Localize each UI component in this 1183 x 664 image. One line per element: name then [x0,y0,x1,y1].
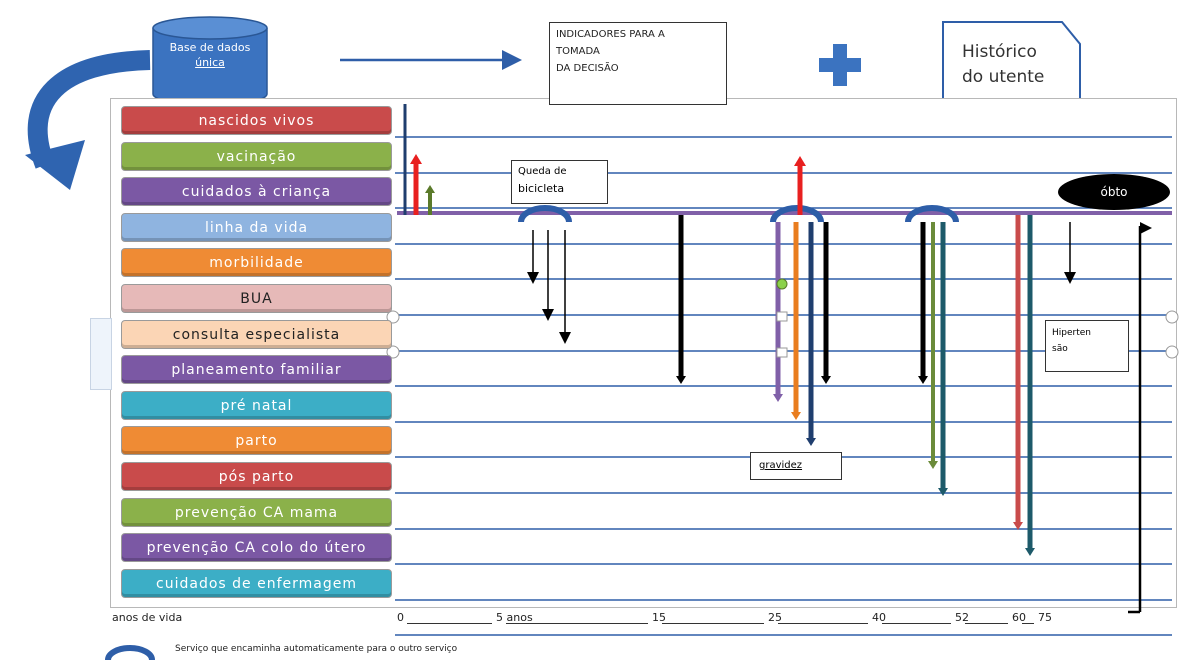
annotation-line: Queda de [518,166,567,177]
row-label[interactable]: vacinação [121,142,392,171]
axis-tick-label: 5 anos [496,611,533,624]
event-marker [776,347,788,358]
database-label-line: única [195,56,225,69]
connector-icon [518,205,572,223]
legend-text: Serviço que encaminha automaticamente pa… [175,644,458,654]
axis-filler-line [662,623,764,624]
history-line: Histórico [962,42,1037,62]
indicators-line: TOMADA [556,46,600,57]
document-icon [942,21,1081,111]
connector-legend-icon [105,645,155,661]
row-label[interactable]: prevenção CA colo do útero [121,533,392,562]
indicators-box: INDICADORES PARA A TOMADA DA DECISÃO [549,22,727,105]
axis-tick-label: 25 [768,611,782,624]
row-label[interactable]: prevenção CA mama [121,498,392,527]
annotation-line: Hiperten [1052,328,1091,338]
indicators-line: INDICADORES PARA A [556,29,665,40]
annotation-bike-fall: Queda de bicicleta [511,160,608,204]
vaccination-arrow-red-25 [794,156,806,215]
row-label[interactable]: consulta especialista [121,320,392,349]
death-badge: óbto [1058,174,1170,210]
connector-icon [770,205,824,223]
axis-tick-label: 40 [872,611,886,624]
curved-arrow-icon [25,50,151,190]
row-label[interactable]: linha da vida [121,213,392,242]
connector-icon [905,205,959,223]
down-arrows [676,215,1035,556]
database-label-line: Base de dados [169,41,251,54]
row-label[interactable]: cuidados de enfermagem [121,569,392,598]
axis-filler-line [882,623,951,624]
axis-tick-label: 75 [1038,611,1052,624]
resize-handle[interactable] [1165,345,1179,359]
indicators-line: DA DECISÃO [556,63,619,74]
history-line: do utente [962,67,1045,87]
axis-filler-line [965,623,1008,624]
annotation-line: bicicleta [518,182,565,195]
axis-title: anos de vida [112,611,183,624]
plus-icon [819,44,861,86]
axis-tick-label: 0 [397,611,404,624]
row-label[interactable]: BUA [121,284,392,313]
axis-filler-line [1022,623,1034,624]
database-cylinder-icon [152,16,268,106]
event-marker [776,311,788,322]
row-label[interactable]: pós parto [121,462,392,491]
annotation-pregnancy: gravidez [750,452,842,480]
flag-icon [1140,222,1152,234]
row-label[interactable]: cuidados à criança [121,177,392,206]
row-label[interactable]: planeamento familiar [121,355,392,384]
axis-filler-line [778,623,868,624]
annotation-hypertension: Hiperten são [1045,320,1129,372]
resize-handle[interactable] [1165,310,1179,324]
side-panel-tab[interactable] [90,318,112,390]
axis-tick-label: 60 [1012,611,1026,624]
axis-tick-label: 15 [652,611,666,624]
annotation-line: são [1052,344,1068,354]
event-dot [776,278,788,290]
vaccination-arrow-red [410,154,422,215]
care-arrow-green [425,185,435,215]
database-label: Base de dados única [155,40,265,70]
patient-history-box: Histórico do utente [962,40,1072,90]
row-label[interactable]: pré natal [121,391,392,420]
axis-filler-line [506,623,648,624]
row-label[interactable]: morbilidade [121,248,392,277]
row-label[interactable]: parto [121,426,392,455]
axis-tick-label: 52 [955,611,969,624]
row-label[interactable]: nascidos vivos [121,106,392,135]
axis-filler-line [407,623,492,624]
